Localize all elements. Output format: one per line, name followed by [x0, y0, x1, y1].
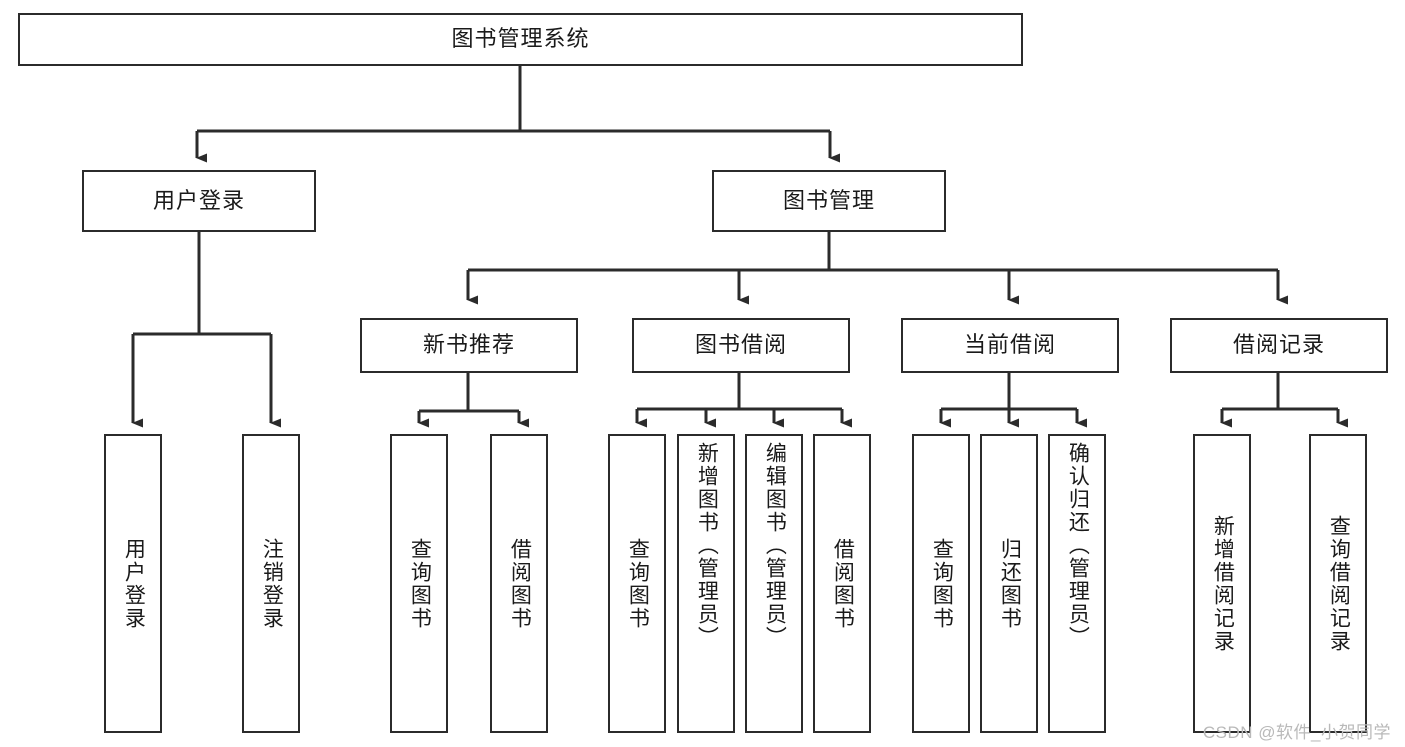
node-new-book-recommend[interactable]: 新书推荐: [360, 318, 578, 373]
node-label: 查询借阅记录: [1327, 514, 1351, 653]
node-label: 借阅图书: [508, 537, 532, 630]
node-label: 用户登录: [122, 537, 146, 630]
leaf-current-borrow-return[interactable]: 归还图书: [980, 434, 1038, 733]
leaf-book-borrow-edit[interactable]: 编辑图书（管理员）: [745, 434, 803, 733]
node-root-system[interactable]: 图书管理系统: [18, 13, 1023, 66]
node-label: 新书推荐: [422, 332, 515, 358]
leaf-user-login-login[interactable]: 用户登录: [104, 434, 162, 733]
node-label: 图书借阅: [694, 332, 787, 358]
node-label: 查询图书: [930, 537, 954, 630]
node-label: 图书管理: [782, 187, 875, 213]
node-label: 新增图书（管理员）: [695, 442, 719, 649]
leaf-borrow-record-add[interactable]: 新增借阅记录: [1193, 434, 1251, 733]
node-label: 注销登录: [260, 537, 284, 630]
node-label: 用户登录: [152, 187, 245, 213]
node-current-borrow[interactable]: 当前借阅: [901, 318, 1119, 373]
node-label: 借阅记录: [1232, 332, 1325, 358]
leaf-book-borrow-borrow[interactable]: 借阅图书: [813, 434, 871, 733]
leaf-book-borrow-query[interactable]: 查询图书: [608, 434, 666, 733]
node-borrow-record[interactable]: 借阅记录: [1170, 318, 1388, 373]
node-label: 借阅图书: [831, 537, 855, 630]
leaf-user-login-logout[interactable]: 注销登录: [242, 434, 300, 733]
node-user-login[interactable]: 用户登录: [82, 170, 316, 232]
leaf-new-book-borrow[interactable]: 借阅图书: [490, 434, 548, 733]
node-book-borrow[interactable]: 图书借阅: [632, 318, 850, 373]
leaf-new-book-query[interactable]: 查询图书: [390, 434, 448, 733]
leaf-borrow-record-query[interactable]: 查询借阅记录: [1309, 434, 1367, 733]
node-book-management[interactable]: 图书管理: [712, 170, 946, 232]
node-label: 当前借阅: [963, 332, 1056, 358]
node-label: 编辑图书（管理员）: [763, 442, 787, 649]
node-label: 确认归还（管理员）: [1066, 442, 1090, 649]
leaf-book-borrow-add[interactable]: 新增图书（管理员）: [677, 434, 735, 733]
node-label: 归还图书: [998, 537, 1022, 630]
node-label: 新增借阅记录: [1211, 514, 1235, 653]
watermark-text: CSDN @软件_小贺同学: [1202, 723, 1391, 742]
node-label: 查询图书: [408, 537, 432, 630]
leaf-current-borrow-query[interactable]: 查询图书: [912, 434, 970, 733]
node-label: 图书管理系统: [451, 26, 590, 52]
leaf-current-borrow-confirm-return[interactable]: 确认归还（管理员）: [1048, 434, 1106, 733]
node-label: 查询图书: [626, 537, 650, 630]
